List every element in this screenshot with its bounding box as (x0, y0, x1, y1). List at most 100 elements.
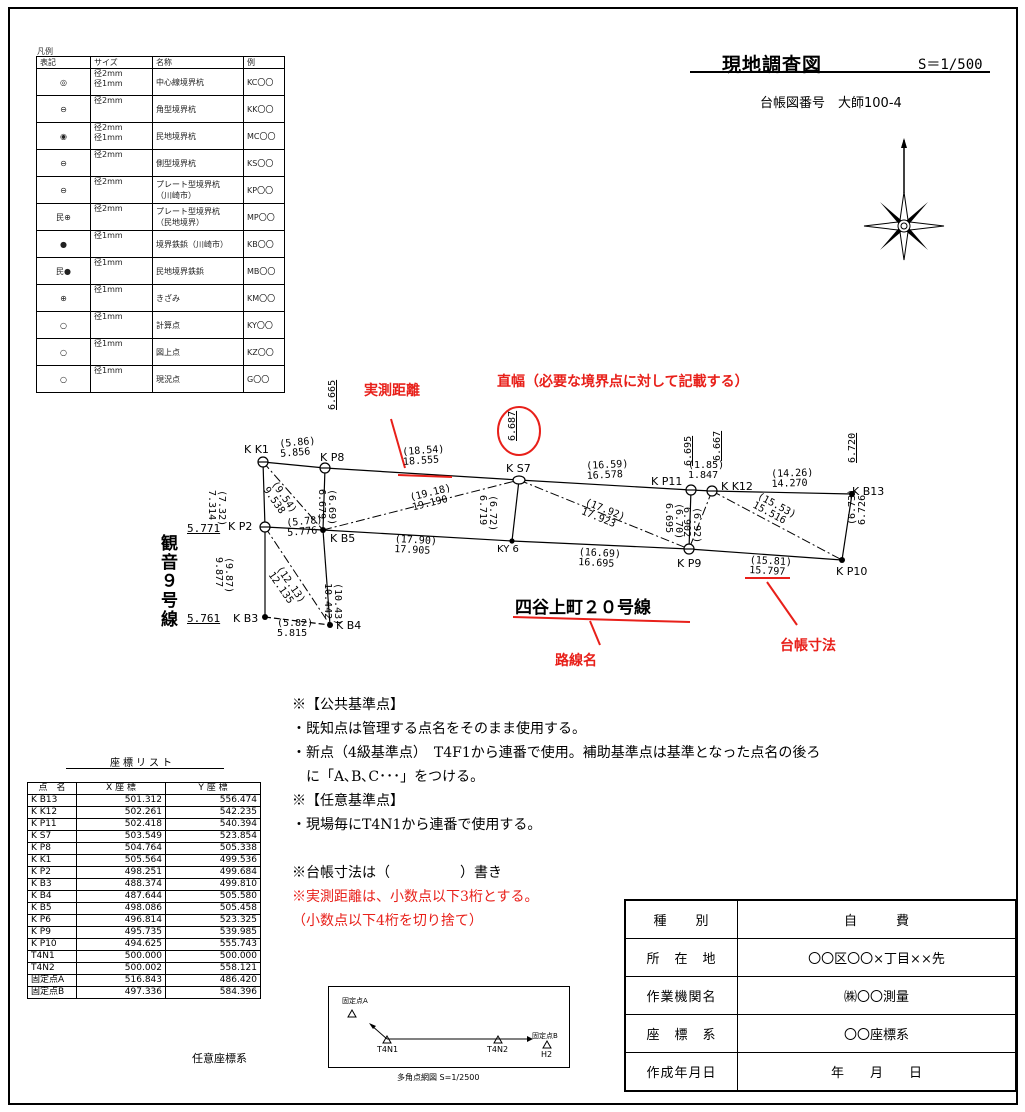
route-name-label: 路線名 (555, 653, 597, 669)
legend-symbol-icon: ○ (36, 365, 91, 393)
coord-point-name: K P2 (27, 866, 77, 879)
coord-y: 499.810 (165, 878, 261, 891)
coord-y: 542.235 (165, 806, 261, 819)
measured-distance: 10.442 (322, 583, 333, 620)
info-row: 所 在 地〇〇区〇〇×丁目××先 (624, 938, 1017, 977)
coord-system-label: 任意座標系 (192, 1052, 247, 1065)
legend-example: KY〇〇 (243, 311, 285, 339)
legend-size: 径2mm (90, 203, 153, 231)
distance-label: (6.73)6.726 (847, 489, 868, 525)
note-line: ※【任意基準点】 (292, 793, 404, 809)
coord-x: 487.644 (76, 890, 166, 903)
coord-point-name: K K12 (27, 806, 77, 819)
coord-title-underline (66, 768, 224, 769)
point-label: KY 6 (497, 544, 519, 555)
legend-example: G〇〇 (243, 365, 285, 393)
legend-name: 計算点 (152, 311, 244, 339)
legend-symbol-icon: ◎ (36, 68, 91, 96)
ledger-distance: (9.87) (223, 557, 234, 594)
ledger-distance: (10.43) (332, 583, 343, 626)
note-line-red: （小数点以下4桁を切り捨て） (292, 913, 483, 929)
coord-y: 523.325 (165, 914, 261, 927)
ledger-distance: (7.32) (216, 490, 227, 527)
legend-symbol-icon: ○ (36, 311, 91, 339)
legend-name: 民地境界鉄鋲 (152, 257, 244, 285)
legend-name: 中心線境界杭 (152, 68, 244, 96)
legend-size: 径1mm (90, 365, 153, 393)
coord-y: 500.000 (165, 950, 261, 963)
ledger-dimension-label: 台帳寸法 (780, 638, 836, 654)
legend-symbol-icon: ⊕ (36, 284, 91, 312)
info-value: ㈱〇〇測量 (737, 976, 1017, 1015)
coord-x: 500.002 (76, 962, 166, 975)
coord-x: 496.814 (76, 914, 166, 927)
distance-label: (5.78)5.776 (286, 515, 324, 539)
distance-label: (16.69)16.695 (578, 547, 621, 570)
coord-point-name: 固定点B (27, 986, 77, 999)
coord-y: 539.985 (165, 926, 261, 939)
coord-x: 516.843 (76, 974, 166, 987)
t4n2-label: T4N2 (487, 1045, 509, 1054)
note-line: ・新点（4級基準点） T4F1から連番で使用。補助基準点は基準となった点名の後ろ (292, 745, 821, 761)
coord-list-title: 座標リスト (110, 758, 175, 769)
legend-size: 径2mm (90, 176, 153, 204)
coord-x: 502.261 (76, 806, 166, 819)
network-diagram: 固定点A T4N1 T4N2 固定点B H2 (328, 986, 570, 1068)
coord-x: 503.549 (76, 830, 166, 843)
info-key: 作業機関名 (624, 976, 738, 1015)
coord-y: 499.684 (165, 866, 261, 879)
legend-size: 径2mm 径1mm (90, 68, 153, 96)
page-title: 現地調査図 (722, 54, 823, 76)
coord-point-name: K B3 (27, 878, 77, 891)
measured-distance-label: 実測距離 (364, 383, 420, 399)
info-key: 所 在 地 (624, 938, 738, 977)
measured-distance: 5.815 (277, 628, 308, 639)
legend-symbol-icon: 民⊕ (36, 203, 91, 231)
coord-point-name: K S7 (27, 830, 77, 843)
note-line: ・既知点は管理する点名をそのまま使用する。 (292, 721, 586, 737)
info-key: 種 別 (624, 899, 738, 939)
t4n1-label: T4N1 (377, 1045, 399, 1054)
info-value: 自 費 (737, 899, 1017, 939)
legend-example: MP〇〇 (243, 203, 285, 231)
coord-x: 497.336 (76, 986, 166, 999)
legend-symbol-icon: ⊖ (36, 176, 91, 204)
point-label: K P11 (651, 475, 683, 488)
distance-label: (5.82)5.815 (277, 619, 313, 639)
right-width-label: 直幅（必要な境界点に対して記載する） (497, 374, 749, 390)
notes-block: ※【公共基準点】 ・既知点は管理する点名をそのまま使用する。 ・新点（4級基準点… (292, 693, 820, 933)
coord-point-name: K B13 (27, 794, 77, 807)
point-label: K P2 (228, 520, 253, 533)
north-arrow-icon (863, 138, 945, 261)
note-line: ※台帳寸法は（ ）書き (292, 865, 502, 881)
measured-distance: 6.695 (663, 503, 674, 534)
info-value: 年 月 日 (737, 1052, 1017, 1092)
distance-label: (6.72)6.719 (477, 495, 498, 531)
legend-name: 現況点 (152, 365, 244, 393)
note-line-red: ※実測距離は、小数点以下3桁とする。 (292, 889, 539, 905)
ledger-distance: (1.85) (688, 460, 725, 471)
coord-header: X 座 標 (76, 782, 166, 795)
point-label: K S7 (506, 462, 531, 475)
distance-label: (10.43)10.442 (322, 583, 343, 626)
legend-example: KP〇〇 (243, 176, 285, 204)
coord-x: 488.374 (76, 878, 166, 891)
coord-point-name: K P10 (27, 938, 77, 951)
measured-distance: 9.877 (213, 557, 224, 588)
